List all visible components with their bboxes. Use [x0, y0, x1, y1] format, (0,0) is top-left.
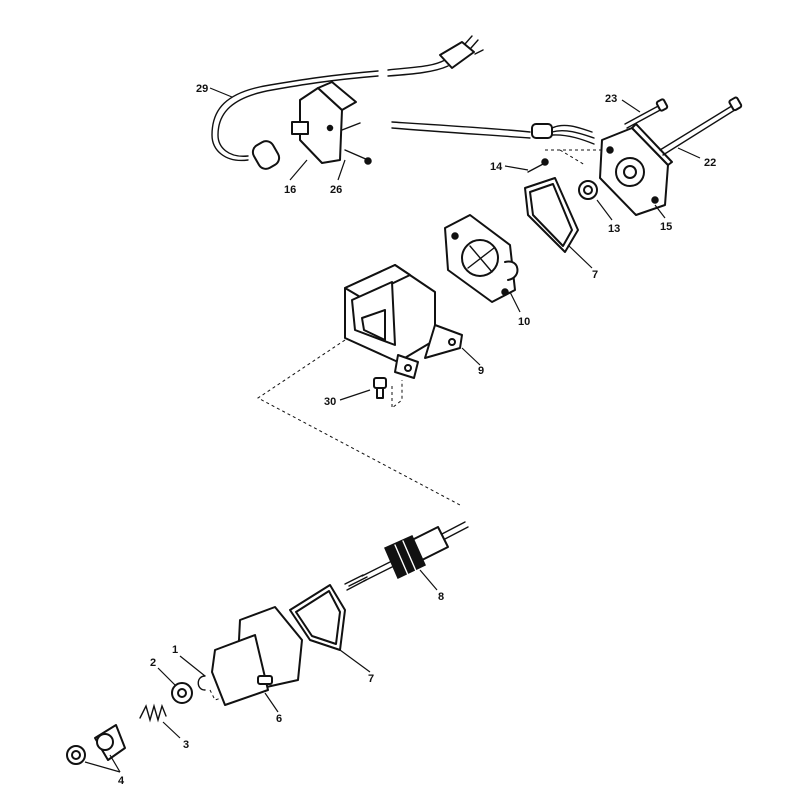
- callout-22: 22: [704, 157, 716, 169]
- short-through-bolt: [624, 98, 669, 129]
- callout-3: 3: [183, 739, 189, 751]
- callout-4: 4: [118, 775, 125, 787]
- cord-strain-relief: [251, 140, 281, 170]
- callout-26: 26: [330, 184, 342, 196]
- callout-13: 13: [608, 223, 620, 235]
- motor-lead-wires: [391, 121, 595, 145]
- callout-labels: 29 16 26 23 22 14 13 15 7 10 9 30 8 7 6 …: [118, 83, 716, 787]
- spring: [139, 703, 167, 723]
- drive-end-housing: [211, 606, 303, 706]
- callout-6: 6: [276, 713, 282, 725]
- housing-screw: [373, 377, 387, 399]
- callout-15: 15: [660, 221, 672, 233]
- callout-23: 23: [605, 93, 617, 105]
- upper-gasket: [524, 177, 579, 253]
- callout-8: 8: [438, 591, 444, 603]
- callout-30: 30: [324, 396, 336, 408]
- callout-2: 2: [150, 657, 156, 669]
- callout-10: 10: [518, 316, 530, 328]
- callout-14: 14: [490, 161, 503, 173]
- callout-7-lower: 7: [368, 673, 374, 685]
- terminal-screw: [527, 158, 549, 173]
- callout-1: 1: [172, 644, 178, 656]
- lower-gasket: [289, 584, 346, 651]
- switch-box: [291, 81, 361, 164]
- pinion-nut: [66, 745, 86, 765]
- brush-plate: [444, 214, 519, 303]
- armature: [344, 521, 469, 591]
- motor-housing: [344, 264, 463, 379]
- leader-lines: [84, 87, 701, 773]
- callout-7-upper: 7: [592, 269, 598, 281]
- callout-16: 16: [284, 184, 296, 196]
- washer: [578, 180, 598, 200]
- plug-body: [439, 41, 475, 69]
- end-cap: [599, 123, 673, 216]
- power-cord: [211, 35, 484, 170]
- collar: [171, 682, 193, 704]
- switch-screw: [344, 149, 372, 165]
- callout-9: 9: [478, 365, 484, 377]
- callout-29: 29: [196, 83, 208, 95]
- pinion-gear: [94, 724, 126, 761]
- long-through-bolt: [659, 96, 743, 156]
- retaining-clip: [197, 675, 206, 691]
